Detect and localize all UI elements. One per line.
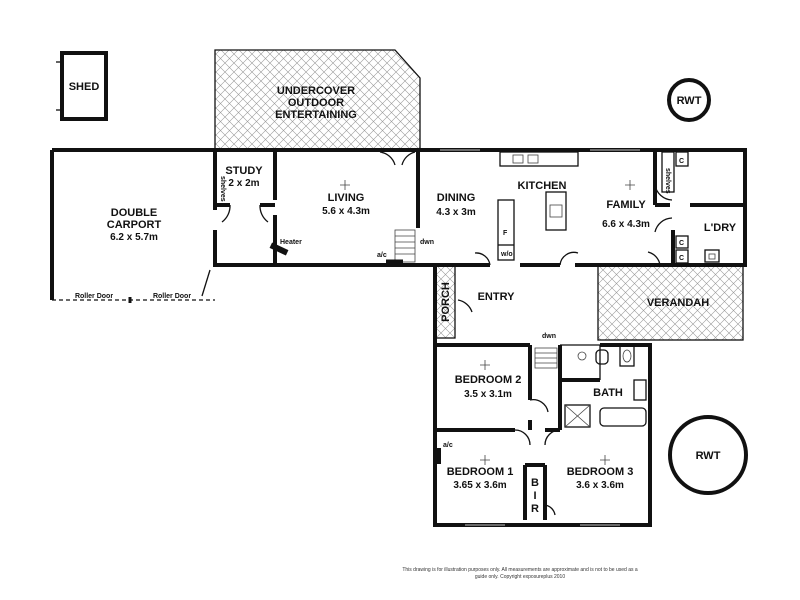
porch-label: PORCH [440, 282, 452, 322]
bir-label-i: I [533, 490, 536, 502]
bedroom2-dimensions: 3.5 x 3.1m [464, 389, 512, 400]
rwt-top [667, 78, 711, 122]
rwt-bottom [668, 415, 748, 495]
living-label: LIVING [328, 192, 365, 204]
bedroom2-label: BEDROOM 2 [455, 374, 522, 386]
carport-label-1: DOUBLE [111, 207, 157, 219]
bedroom3-dimensions: 3.6 x 3.6m [576, 480, 624, 491]
rwt-top-label: RWT [677, 95, 702, 107]
cupboard-label-2: C [679, 240, 684, 247]
carport-label-2: CARPORT [107, 219, 162, 231]
cupboard-label-1: C [679, 158, 684, 165]
bedroom1-label: BEDROOM 1 [447, 466, 514, 478]
ac-bedroom-label: a/c [443, 442, 453, 449]
kitchen-island [545, 191, 567, 231]
undercover-area [214, 49, 421, 151]
disclaimer-line-1: This drawing is for illustration purpose… [402, 567, 638, 573]
stairs-entry [534, 347, 558, 369]
laundry-label: L'DRY [704, 222, 737, 234]
stairs-living [394, 229, 416, 263]
walk-in-label: w/o [500, 251, 513, 258]
ac-living-label: a/c [377, 252, 387, 259]
shelves-study-label: shelves [219, 176, 226, 202]
shed-label: SHED [69, 81, 100, 93]
entry-label: ENTRY [478, 291, 516, 303]
family-label: FAMILY [606, 199, 646, 211]
ceiling-fans [340, 180, 635, 465]
verandah-area [597, 264, 744, 341]
bir-label-b: B [531, 477, 539, 489]
roller-door-label-2: Roller Door [153, 293, 191, 300]
bedroom3-label: BEDROOM 3 [567, 466, 634, 478]
study-label: STUDY [225, 165, 263, 177]
living-dimensions: 5.6 x 4.3m [322, 206, 370, 217]
dining-label: DINING [437, 192, 476, 204]
roller-door-label-1: Roller Door [75, 293, 113, 300]
bir-label-r: R [531, 503, 539, 515]
undercover-label-1: UNDERCOVER [277, 85, 355, 97]
kitchen-label: KITCHEN [518, 180, 567, 192]
verandah-label: VERANDAH [647, 297, 709, 309]
shed [60, 51, 108, 121]
dwn-living-label: dwn [420, 239, 434, 246]
dwn-entry-label: dwn [542, 333, 556, 340]
rwt-bottom-label: RWT [696, 450, 721, 462]
dining-dimensions: 4.3 x 3m [436, 207, 476, 218]
undercover-label-2: OUTDOOR [288, 97, 344, 109]
kitchen-bench-side [497, 199, 515, 261]
disclaimer-line-2: guide only. Copyright exposureplus 2010 [475, 574, 565, 580]
shelves-laundry-label: shelves [664, 168, 671, 194]
fridge-label: F [503, 230, 508, 237]
bath-label: BATH [593, 387, 623, 399]
heater-label: Heater [280, 239, 302, 246]
cupboard-label-3: C [679, 255, 684, 262]
kitchen-bench-top [499, 151, 579, 167]
family-dimensions: 6.6 x 4.3m [602, 219, 650, 230]
carport-dimensions: 6.2 x 5.7m [110, 232, 158, 243]
study-dimensions: 2 x 2m [228, 178, 259, 189]
undercover-label-3: ENTERTAINING [275, 109, 357, 121]
bedroom1-dimensions: 3.65 x 3.6m [453, 480, 506, 491]
